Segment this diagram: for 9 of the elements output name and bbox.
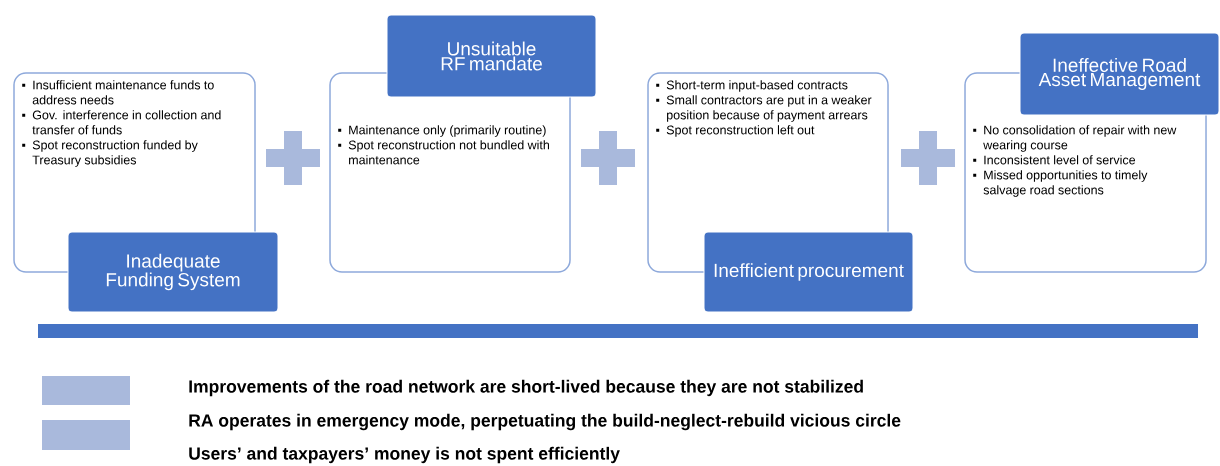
title-box: Inefficient procurement (703, 231, 914, 313)
conclusion-text: Users’ and taxpayers’ money is not spent efficiently (189, 446, 620, 464)
conclusion-text: Improvements of the road network are short-lived because they are not stabilized (189, 379, 863, 397)
title-box: Inadequate Funding System (67, 231, 279, 313)
bullet-box: Maintenance only (primarily routine) Spot reconstruction not bundled with maintenance (329, 72, 571, 273)
divider-bar (38, 324, 1198, 338)
title-box: Unsuitable RF mandate (386, 14, 597, 98)
conclusion-text: RA operates in emergency mode, perpetuating the build-neglect-rebuild vicious circle (189, 413, 901, 431)
title-box: Ineffective Road Asset Management (1019, 32, 1220, 116)
